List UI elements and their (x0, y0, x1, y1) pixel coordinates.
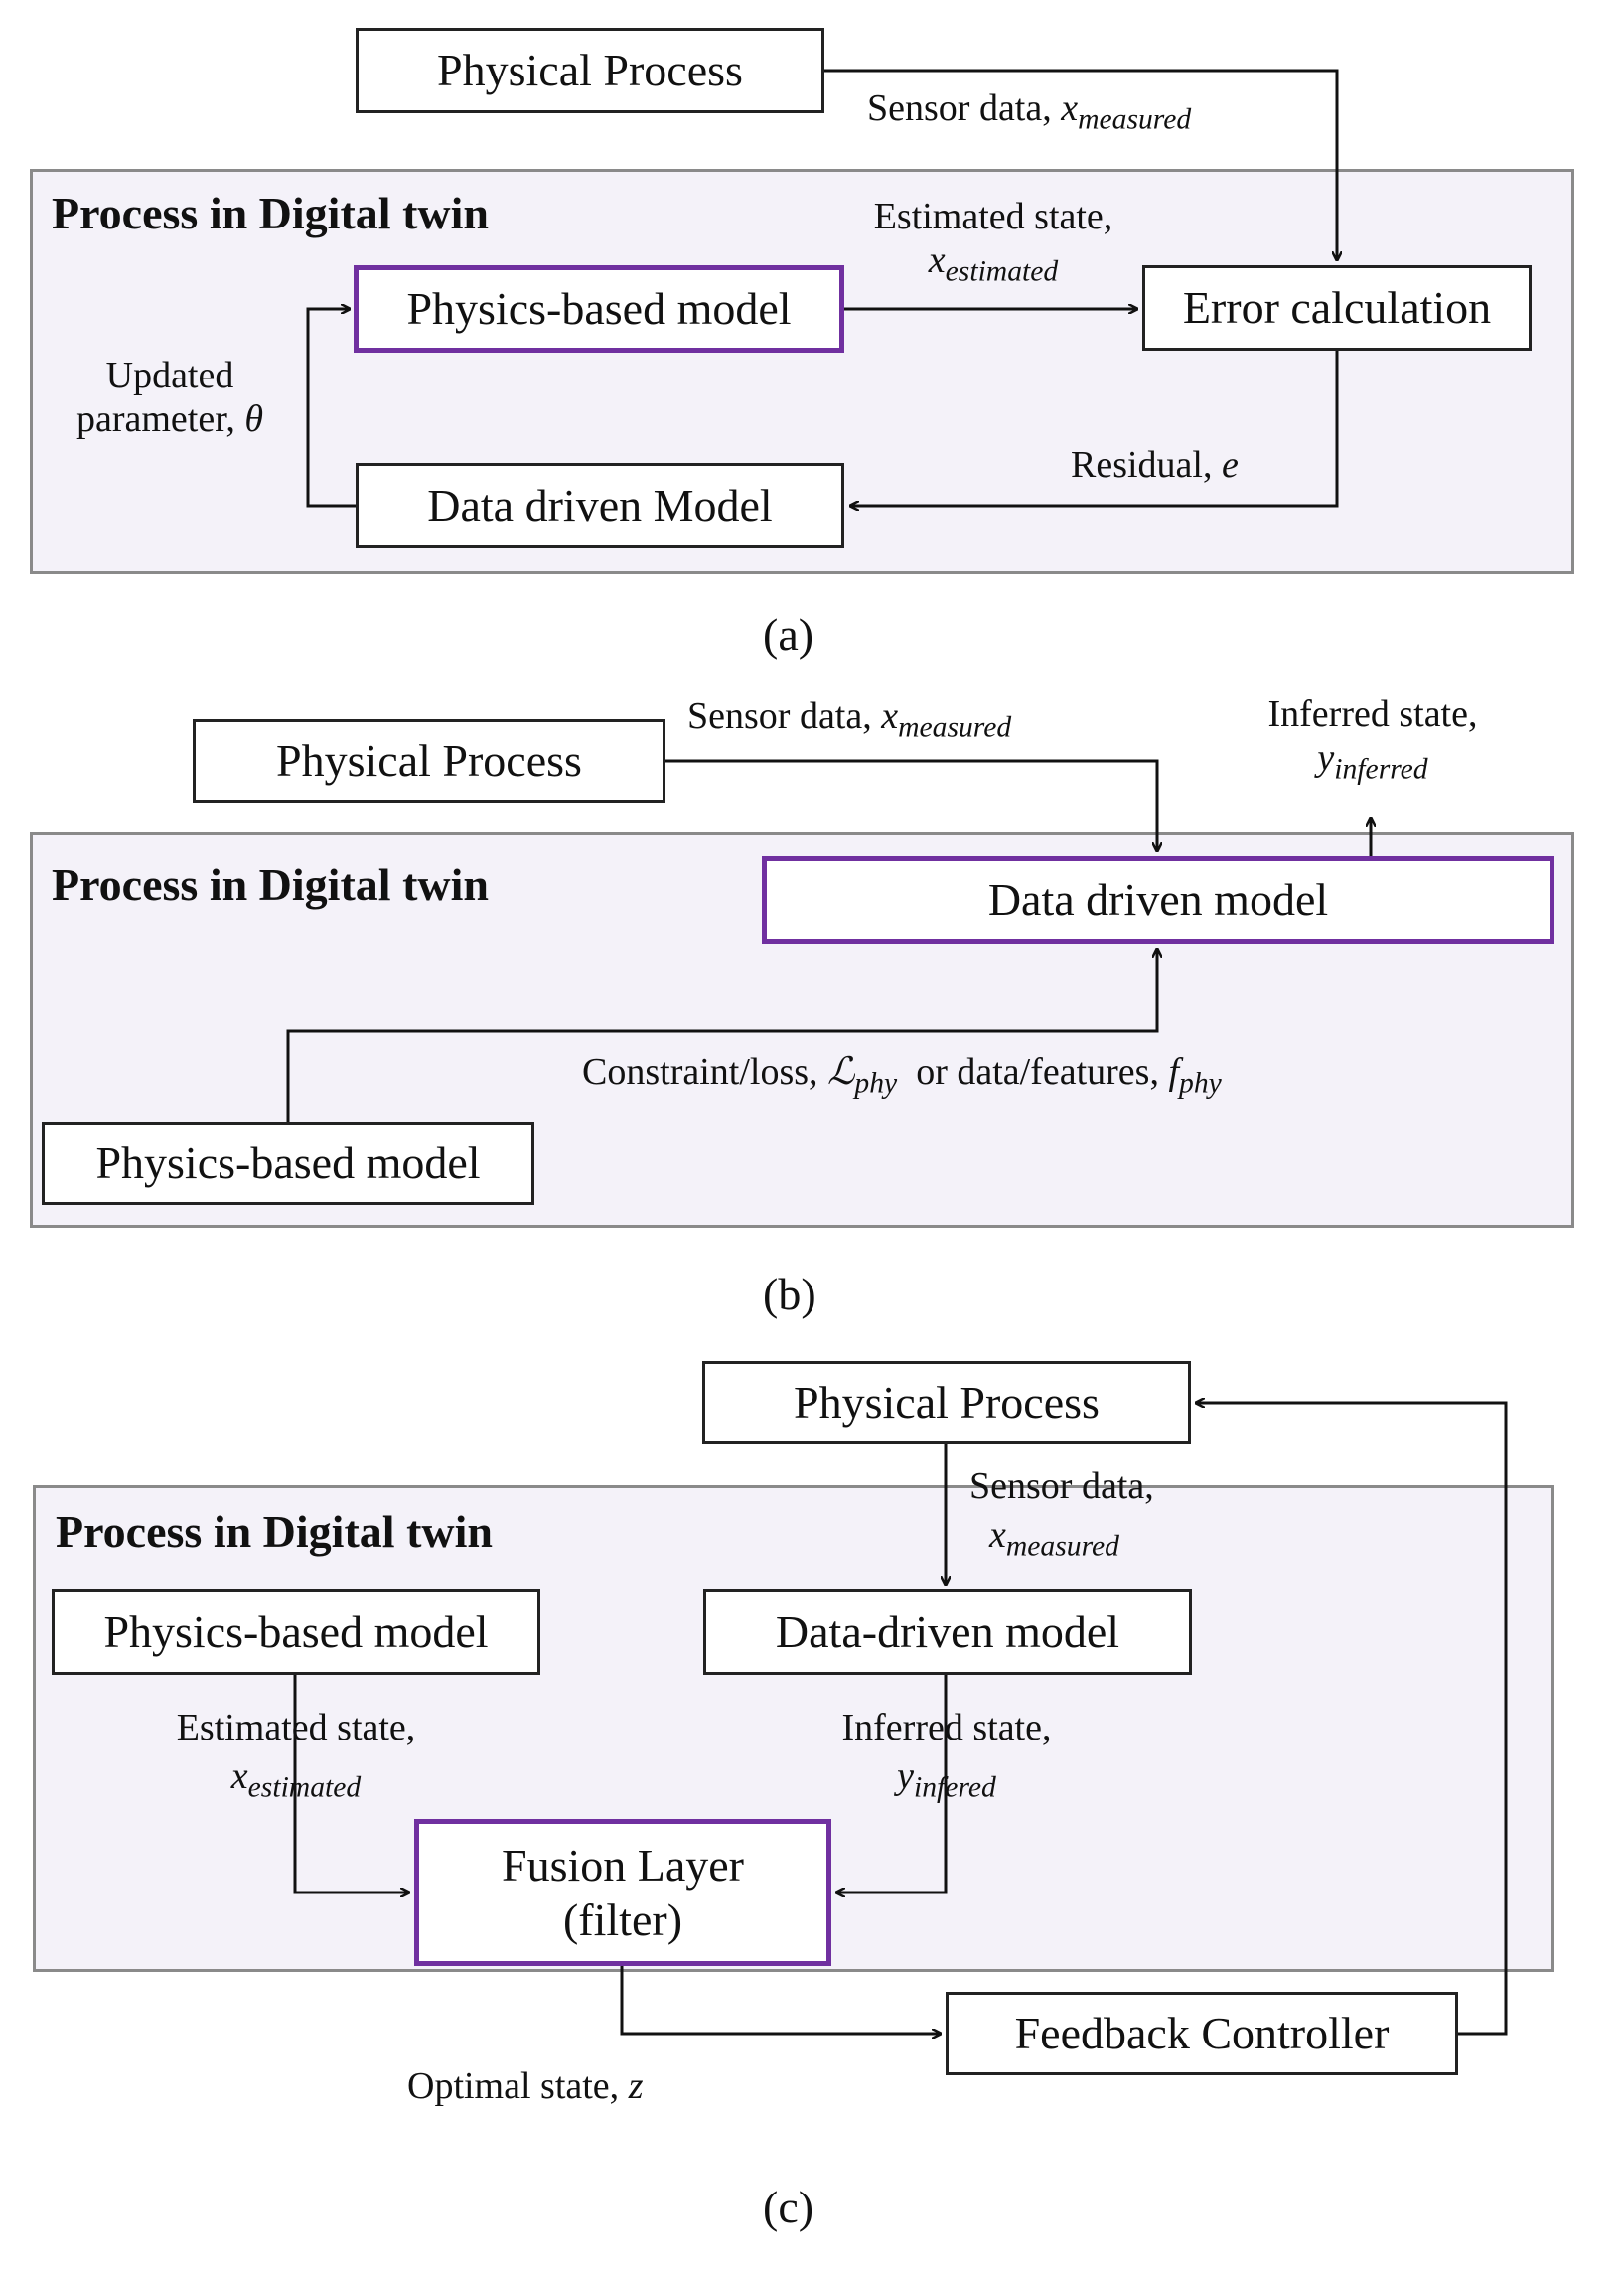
b-loss-subscript: phy (854, 1067, 898, 1100)
c-estimated-state-label: Estimated state, xestimated (147, 1704, 445, 1807)
a-data-driven-model-box: Data driven Model (356, 463, 844, 548)
c-sensor-data-label: Sensor data, xmeasured (969, 1462, 1154, 1566)
a-error-calculation-box: Error calculation (1142, 265, 1532, 351)
c-physical-process-box: Physical Process (702, 1361, 1191, 1444)
c-optimal-state-text: Optimal state, (407, 2065, 620, 2107)
c-fusion-layer-line1: Fusion Layer (501, 1839, 744, 1891)
b-constraint-text: Constraint/loss, (582, 1051, 818, 1093)
b-loss-symbol: ℒ (827, 1051, 855, 1093)
a-parameter-text: parameter, (75, 397, 235, 440)
c-feedback-controller-box: Feedback Controller (946, 1992, 1458, 2075)
b-constraint-label: Constraint/loss, ℒphy or data/features, … (582, 1051, 1222, 1100)
c-y-infered-symbol: y (897, 1755, 915, 1798)
b-x-measured-symbol: x (881, 695, 899, 737)
b-physics-based-model-box: Physics-based model (42, 1122, 534, 1205)
c-arrow-fusion-to-feedback (620, 1966, 941, 2034)
b-x-measured-subscript: measured (898, 711, 1012, 744)
a-sensor-data-label: Sensor data, xmeasured (867, 87, 1191, 136)
a-theta-symbol: θ (244, 397, 264, 440)
a-x-measured-symbol: x (1061, 87, 1079, 129)
c-physics-based-model-box: Physics-based model (52, 1589, 540, 1675)
caption-b: (b) (763, 1269, 816, 1319)
c-z-symbol: z (628, 2065, 644, 2107)
caption-c: (c) (763, 2182, 814, 2232)
a-residual-text: Residual, (1071, 444, 1213, 486)
c-fusion-layer-line2: (filter) (562, 1894, 683, 1945)
a-estimated-state-text: Estimated state, (873, 196, 1113, 237)
caption-a: (a) (763, 609, 814, 660)
a-physical-process-box: Physical Process (356, 28, 824, 113)
b-f-subscript: phy (1179, 1067, 1222, 1100)
c-x-estimated-subscript: estimated (247, 1771, 362, 1804)
a-physics-based-model-box: Physics-based model (354, 265, 844, 353)
b-f-symbol: f (1168, 1051, 1180, 1093)
a-updated-parameter-label: Updated parameter, θ (46, 355, 294, 441)
b-inferred-state-text: Inferred state, (1267, 693, 1478, 735)
c-sensor-data-text: Sensor data, (969, 1465, 1154, 1507)
c-x-measured-symbol: x (989, 1514, 1006, 1557)
b-y-inferred-subscript: inferred (1334, 752, 1428, 785)
c-inferred-state-text: Inferred state, (841, 1707, 1052, 1748)
a-residual-label: Residual, e (1071, 444, 1239, 488)
b-sensor-data-label: Sensor data, xmeasured (687, 695, 1011, 744)
b-physical-process-box: Physical Process (193, 719, 665, 803)
b-inferred-state-label: Inferred state, yinferred (1224, 693, 1522, 786)
c-x-estimated-symbol: x (230, 1755, 248, 1798)
a-x-estimated-subscript: estimated (945, 254, 1059, 287)
a-sensor-data-text: Sensor data, (867, 87, 1052, 129)
a-x-measured-subscript: measured (1078, 103, 1192, 136)
b-y-inferred-symbol: y (1317, 736, 1335, 779)
panel-a-title: Process in Digital twin (52, 188, 489, 238)
panel-b-title: Process in Digital twin (52, 859, 489, 910)
c-y-infered-subscript: infered (914, 1771, 996, 1804)
a-updated-text: Updated (105, 355, 234, 396)
a-e-symbol: e (1221, 444, 1239, 486)
b-data-driven-model-box: Data driven model (762, 856, 1554, 944)
c-estimated-state-text: Estimated state, (176, 1707, 416, 1748)
a-estimated-state-label: Estimated state, xestimated (849, 196, 1137, 288)
c-fusion-layer-box: Fusion Layer (filter) (414, 1819, 831, 1966)
c-inferred-state-label: Inferred state, yinfered (803, 1704, 1091, 1807)
b-or-data-text: or data/features, (916, 1051, 1159, 1093)
c-data-driven-model-box: Data-driven model (703, 1589, 1192, 1675)
b-sensor-data-text: Sensor data, (687, 695, 872, 737)
c-optimal-state-label: Optimal state, z (407, 2065, 643, 2109)
c-x-measured-subscript: measured (1005, 1530, 1119, 1563)
panel-c-title: Process in Digital twin (56, 1506, 493, 1557)
a-x-estimated-symbol: x (928, 238, 946, 281)
